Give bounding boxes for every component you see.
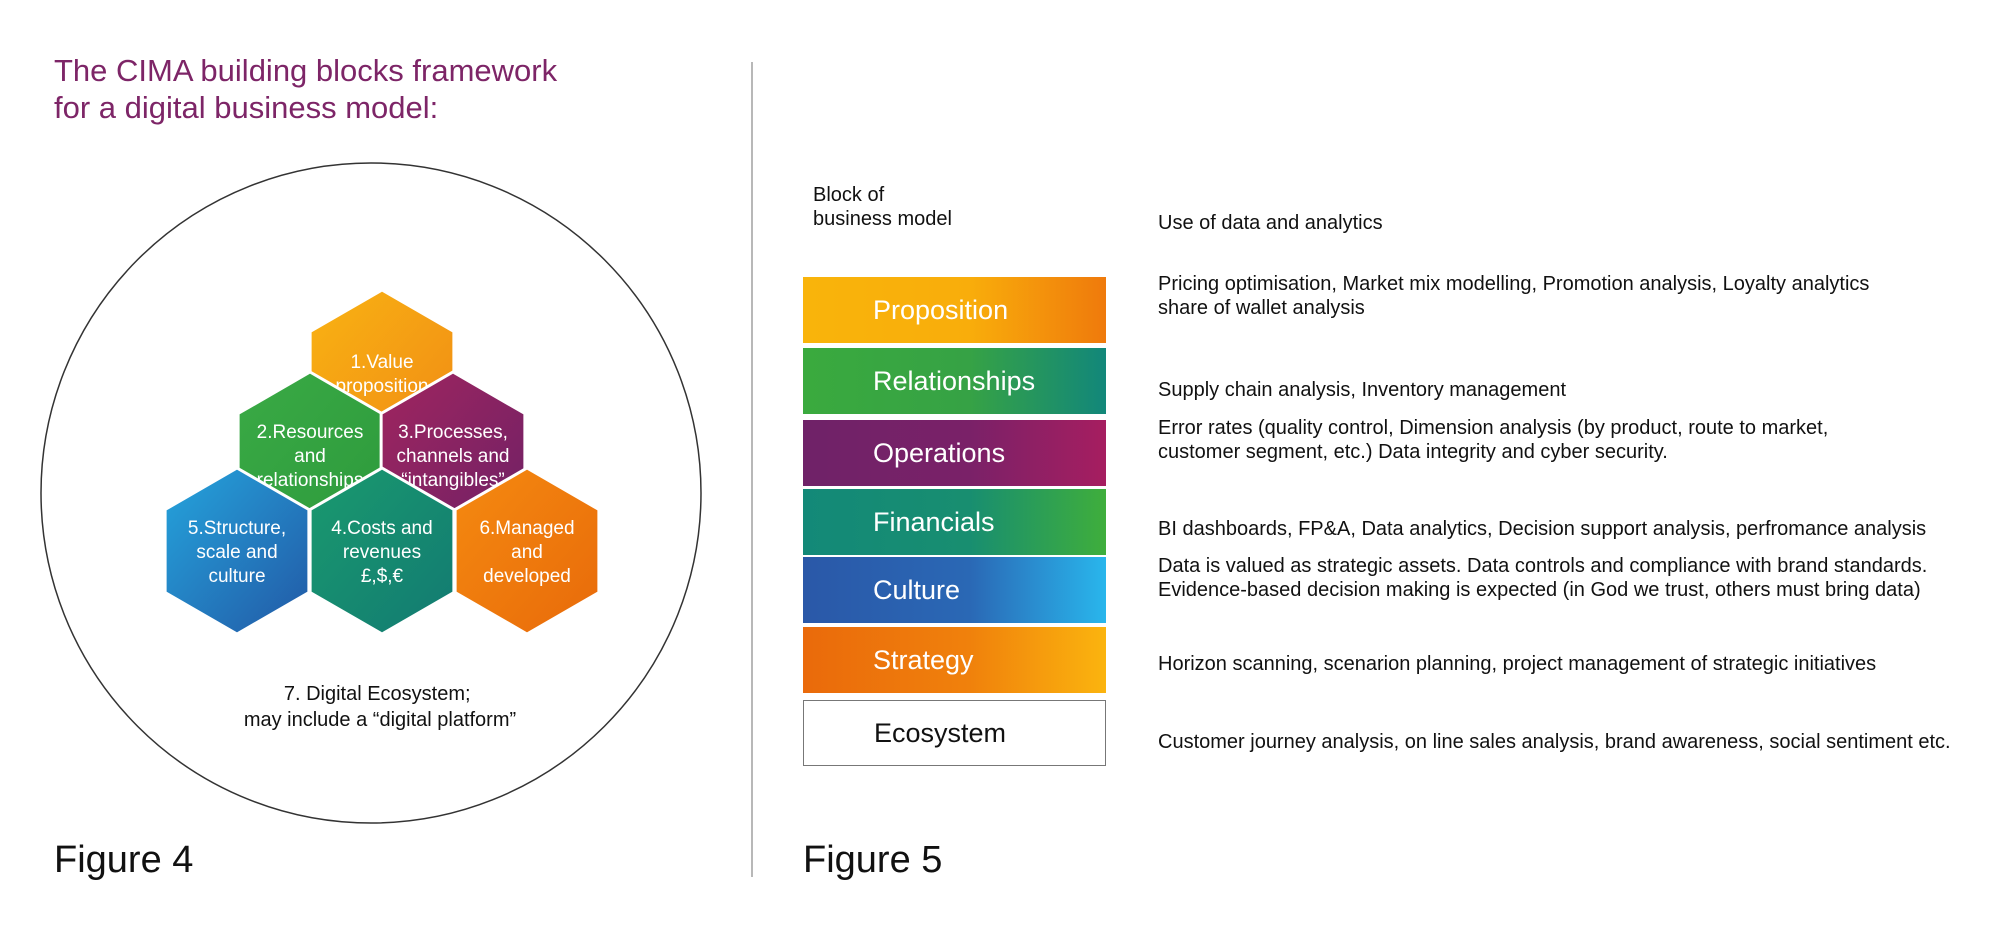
block-culture: Culture xyxy=(803,557,1106,623)
hexagon-label-line: 1.Value xyxy=(350,352,413,373)
hexagon-label-line: revenues xyxy=(343,542,421,563)
hexagon-label: 2.Resources and relationships xyxy=(257,422,364,491)
hex-costs-revenues: 4.Costs and revenues £,$,€ xyxy=(308,466,456,636)
block-relationships: Relationships xyxy=(803,348,1106,414)
ecosystem-label: 7. Digital Ecosystem; may include a “dig… xyxy=(244,683,516,731)
use-description-financials: BI dashboards, FP&A, Data analytics, Dec… xyxy=(1158,517,1958,541)
figure4-title-line-1: The CIMA building blocks framework xyxy=(54,53,558,88)
hexagon-label-line: proposition xyxy=(336,376,429,397)
block-label: Financials xyxy=(873,506,995,537)
hexagon-label: 1.Value proposition xyxy=(336,352,429,397)
use-description-line: share of wallet analysis xyxy=(1158,297,1365,319)
use-description-line: Supply chain analysis, Inventory managem… xyxy=(1158,379,1567,401)
block-label: Strategy xyxy=(873,644,974,675)
use-description-relationships: Supply chain analysis, Inventory managem… xyxy=(1158,378,1958,402)
block-column-heading-line-1: Block of xyxy=(813,184,885,206)
hexagon-label-line: 3.Processes, xyxy=(398,422,508,443)
block-column-heading-line-2: business model xyxy=(813,208,952,230)
hex-managed-developed: 6.Managed and developed xyxy=(453,466,601,636)
hexagon-shape xyxy=(453,466,601,636)
use-description-proposition: Pricing optimisation, Market mix modelli… xyxy=(1158,272,1958,320)
use-description-line: Evidence-based decision making is expect… xyxy=(1158,579,1921,601)
block-label: Culture xyxy=(873,574,961,605)
block-column-heading: Block of business model xyxy=(813,183,952,231)
hexagon-label-line: scale and xyxy=(196,542,277,563)
figure4-title: The CIMA building blocks framework for a… xyxy=(54,52,614,126)
hexagon-label-line: relationships xyxy=(257,470,364,491)
hexagon-label: 6.Managed and developed xyxy=(479,518,574,587)
use-description-line: Pricing optimisation, Market mix modelli… xyxy=(1158,273,1870,295)
block-label: Operations xyxy=(873,437,1006,468)
ecosystem-label-line-2: may include a “digital platform” xyxy=(244,709,516,731)
figure5-caption: Figure 5 xyxy=(803,839,943,881)
hexagon-label-line: developed xyxy=(483,566,571,587)
hexagon-label: 5.Structure, scale and culture xyxy=(188,518,286,587)
hexagon-label-line: £,$,€ xyxy=(361,566,404,587)
use-description-ecosystem: Customer journey analysis, on line sales… xyxy=(1158,730,1958,754)
figure4-caption: Figure 4 xyxy=(54,839,194,881)
figure-divider xyxy=(751,62,753,877)
use-description-line: Error rates (quality control, Dimension … xyxy=(1158,417,1829,439)
use-description-line: BI dashboards, FP&A, Data analytics, Dec… xyxy=(1158,518,1927,540)
block-financials: Financials xyxy=(803,489,1106,555)
hexagon-label: 4.Costs and revenues £,$,€ xyxy=(331,518,432,587)
use-description-line: Customer journey analysis, on line sales… xyxy=(1158,731,1951,753)
use-description-strategy: Horizon scanning, scenarion planning, pr… xyxy=(1158,652,1958,676)
block-strategy: Strategy xyxy=(803,627,1106,693)
block-label: Relationships xyxy=(873,365,1036,396)
use-description-line: customer segment, etc.) Data integrity a… xyxy=(1158,441,1668,463)
figure4-title-line-2: for a digital business model: xyxy=(54,90,439,125)
block-operations: Operations xyxy=(803,420,1106,486)
ecosystem-label-line-1: 7. Digital Ecosystem; xyxy=(284,683,471,705)
block-label: Ecosystem xyxy=(874,717,1007,748)
block-label: Proposition xyxy=(873,294,1009,325)
hexagon-label-line: and xyxy=(511,542,543,563)
hexagon-label-line: 5.Structure, xyxy=(188,518,286,539)
use-description-operations: Error rates (quality control, Dimension … xyxy=(1158,416,1958,464)
digital-ecosystem-circle xyxy=(40,162,702,824)
hexagon-label-line: 6.Managed xyxy=(479,518,574,539)
building-blocks-diagram: 1.Value proposition 2.Resources and relation… xyxy=(40,162,702,824)
use-description-culture: Data is valued as strategic assets. Data… xyxy=(1158,554,1958,602)
hexagon-label-line: culture xyxy=(208,566,265,587)
hexagon-label-line: 2.Resources xyxy=(257,422,364,443)
hexagon-label-line: 4.Costs and xyxy=(331,518,432,539)
hexagon-label-line: “intangibles” xyxy=(401,470,505,491)
block-proposition: Proposition xyxy=(803,277,1106,343)
hexagon-label-line: and xyxy=(294,446,326,467)
use-column-heading: Use of data and analytics xyxy=(1158,212,1383,234)
block-ecosystem: Ecosystem xyxy=(803,700,1106,766)
hexagon-label-line: channels and xyxy=(396,446,509,467)
hexagon-label: 3.Processes, channels and “intangibles” xyxy=(396,422,509,491)
use-description-line: Horizon scanning, scenarion planning, pr… xyxy=(1158,653,1877,675)
use-description-line: Data is valued as strategic assets. Data… xyxy=(1158,555,1928,577)
